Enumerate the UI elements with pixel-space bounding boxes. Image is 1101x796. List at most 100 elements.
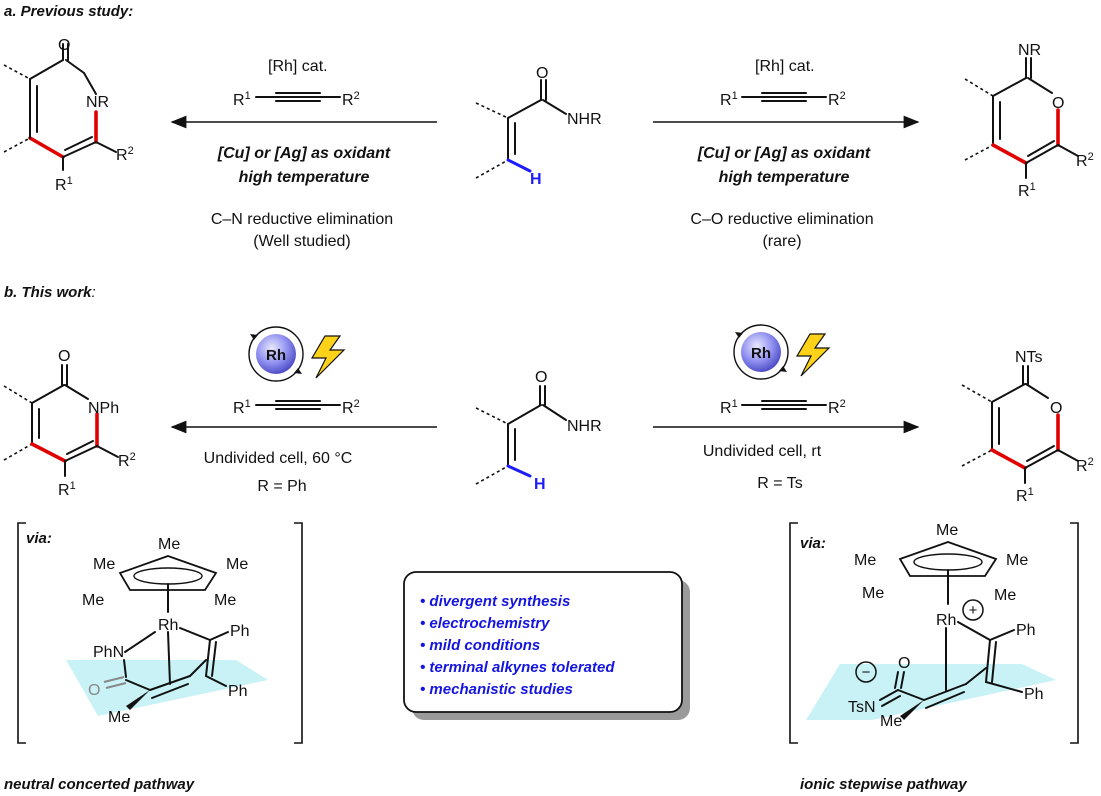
svg-text:R2: R2: [116, 145, 134, 164]
condition-a-left-1: [Cu] or [Ag] as oxidant: [217, 145, 391, 162]
svg-text:R1: R1: [720, 398, 738, 417]
section-b-suffix: :: [92, 284, 96, 301]
svg-text:R1: R1: [720, 90, 738, 109]
note-a-left-2: (Well studied): [253, 233, 351, 250]
condition-a-left-2: high temperature: [239, 169, 370, 186]
minus-sign: −: [862, 664, 871, 681]
pyridone-b-oxygen: O: [58, 348, 70, 365]
left-bracket-close: [294, 522, 303, 744]
substrate-b-h: H: [534, 476, 546, 493]
right-bracket-close: [1070, 522, 1079, 744]
feature-item-3: • terminal alkynes tolerated: [420, 659, 615, 676]
phn-left: PhN: [93, 644, 124, 661]
substrate-a-h: H: [530, 171, 542, 188]
carbonyl-o-right: O: [898, 655, 910, 672]
pyridone-a-r2-sup: 2: [128, 145, 134, 157]
cationic-charge-icon: [962, 599, 984, 621]
svg-text:R1: R1: [58, 480, 76, 499]
pyridone-product-a: O NR R2 R1: [3, 37, 134, 194]
pyridone-a-oxygen: O: [58, 37, 70, 54]
alkyne-b-left-r1: R: [233, 400, 245, 417]
alkyne-b-left-r1-sup: 1: [245, 398, 251, 410]
cp-me-right-left: Me: [226, 556, 248, 573]
carbonyl-o-left: O: [88, 682, 100, 699]
feature-item-1: • electrochemistry: [420, 615, 550, 632]
svg-text:R2: R2: [342, 398, 360, 417]
svg-text:R2: R2: [118, 451, 136, 470]
iminopyran-a-r2-sup: 2: [1088, 151, 1094, 163]
pyridone-b-r2-sup: 2: [130, 451, 136, 463]
svg-text:R1: R1: [233, 398, 251, 417]
cp-me-top-right: Me: [936, 522, 958, 539]
pyridone-a-r1-sup: 1: [67, 175, 73, 187]
alkyne-a-left-r1-sup: 1: [245, 90, 251, 102]
section-b-header: b. This work:: [4, 284, 96, 301]
substrate-a-oxygen: O: [536, 65, 548, 82]
rh-center-left: Rh: [158, 617, 178, 634]
alkyne-b-left-r2: R: [342, 400, 354, 417]
r-eq-b-left: R = Ph: [257, 478, 306, 495]
left-pathway-label: neutral concerted pathway: [4, 776, 195, 793]
pyridone-product-b: O NPh R2 R1: [3, 348, 136, 499]
alkyne-b-right-r2-sup: 2: [840, 398, 846, 410]
me-vinyl-left: Me: [108, 709, 130, 726]
substrate-b-nhr: NHR: [567, 418, 602, 435]
substrate-b-oxygen: O: [535, 369, 547, 386]
svg-text:R2: R2: [828, 90, 846, 109]
feature-item-0: • divergent synthesis: [420, 593, 570, 610]
alkyne-b-right-r2: R: [828, 400, 840, 417]
catalyst-a-left: [Rh] cat.: [268, 58, 328, 75]
cp-me-top-left: Me: [158, 536, 180, 553]
iminopyran-product-b: NTs O R2 R 1: [961, 349, 1094, 505]
plus-sign: +: [969, 602, 978, 619]
acrylamide-substrate-a: O NHR H: [475, 65, 602, 188]
svg-text:R2: R2: [828, 398, 846, 417]
iminopyran-a-r1-sup: 1: [1030, 181, 1036, 193]
pyridone-a-nr: NR: [86, 94, 109, 111]
note-a-right-1: C–O reductive elimination: [690, 211, 873, 228]
condition-b-right: Undivided cell, rt: [703, 443, 822, 460]
substrate-a-nhr: NHR: [567, 111, 602, 128]
svg-text:R2: R2: [1076, 456, 1094, 475]
rh-electrocatalysis-icon-right: Rh: [733, 324, 831, 380]
ph-bottom-right: Ph: [1024, 686, 1044, 703]
alkyne-b-left-r2-sup: 2: [354, 398, 360, 410]
iminopyran-b-r2-sup: 2: [1088, 456, 1094, 468]
ph-bottom-left: Ph: [228, 683, 248, 700]
iminopyran-b-r1-sup: 1: [1028, 486, 1034, 498]
iminopyran-b-r2: R: [1076, 458, 1088, 475]
left-intermediate: via: Me Me Me Me Me Rh PhN O Me Ph Ph: [17, 522, 303, 744]
condition-a-right-1: [Cu] or [Ag] as oxidant: [697, 145, 871, 162]
note-a-right-2: (rare): [762, 233, 801, 250]
iminopyran-product-a: NR O R2 R1: [964, 42, 1094, 200]
alkyne-a-right-r1: R: [720, 92, 732, 109]
rh-ball-right: [741, 332, 781, 372]
reaction-a-right: [Rh] cat. R1 R2 [Cu] or [Ag] as oxidant …: [653, 58, 920, 250]
iminopyran-b-oxygen: O: [1050, 400, 1062, 417]
cp-me-right-right: Me: [1006, 552, 1028, 569]
pyridone-b-nph: NPh: [88, 400, 119, 417]
right-pathway-label: ionic stepwise pathway: [800, 776, 967, 793]
iminopyran-b-nts: NTs: [1015, 349, 1043, 366]
plane-left: [66, 660, 268, 716]
pyridone-b-r2: R: [118, 453, 130, 470]
features-box-frame: [403, 571, 683, 713]
features-box: • divergent synthesis • electrochemistry…: [403, 571, 690, 720]
section-a-header: a. Previous study:: [4, 3, 133, 20]
plane-right: [806, 664, 1056, 720]
rh-ball-left: [256, 334, 296, 374]
left-bracket-open: [17, 522, 26, 744]
cp-me-bottomleft-left: Me: [82, 592, 104, 609]
svg-text:R1: R1: [1018, 181, 1036, 200]
condition-a-right-2: high temperature: [719, 169, 850, 186]
iminopyran-a-oxygen: O: [1052, 95, 1064, 112]
pyridone-b-r1-sup: 1: [70, 480, 76, 492]
anionic-charge-icon: [855, 661, 877, 683]
alkyne-a-right-r2: R: [828, 92, 840, 109]
pyridone-a-r1: R: [55, 177, 67, 194]
svg-text:R2: R2: [342, 90, 360, 109]
iminopyran-a-r1: R: [1018, 183, 1030, 200]
cp-me-left-right: Me: [854, 552, 876, 569]
pyridone-a-r2: R: [116, 147, 128, 164]
